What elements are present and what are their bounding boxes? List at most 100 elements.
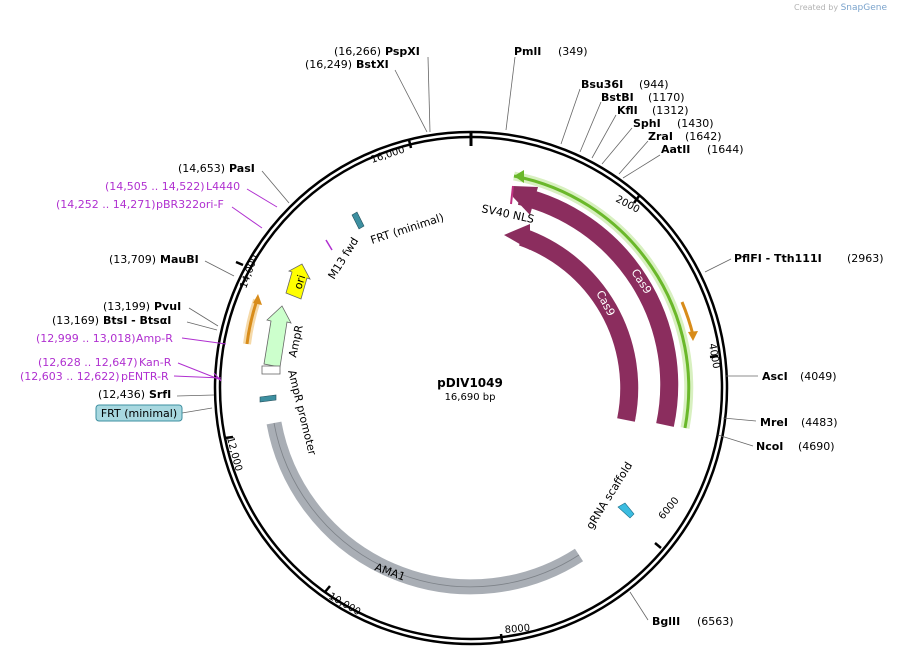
cas9-inner-arrow[interactable]	[518, 228, 639, 422]
enzyme-btsi-pos: (13,169)	[52, 314, 99, 327]
enzyme-kfli[interactable]: KflI	[617, 104, 638, 117]
enzyme-bsu36i[interactable]: Bsu36I	[581, 78, 623, 91]
enzyme-pvui[interactable]: PvuI	[154, 300, 181, 313]
ama1-arc-edge	[273, 422, 580, 588]
enzyme-mrei[interactable]: MreI	[760, 416, 788, 429]
enzyme-pflfi-tth111i-pos: (2963)	[847, 252, 884, 265]
primer-pbr322ori-f[interactable]: pBR322ori-F	[156, 198, 224, 211]
enzyme-pmli-pos: (349)	[558, 45, 588, 58]
tick-label-6000: 6000	[657, 495, 682, 522]
enzyme-bglii-pos: (6563)	[697, 615, 734, 628]
leader-pmli	[505, 56, 516, 131]
leader-amp-r	[181, 337, 227, 345]
frt-minimal-box[interactable]	[95, 404, 183, 422]
leader-pspxi	[427, 56, 431, 133]
enzyme-maubi[interactable]: MauBI	[160, 253, 199, 266]
grna-scaffold-label: gRNA scaffold	[584, 460, 636, 532]
enzyme-asci[interactable]: AscI	[762, 370, 788, 383]
enzyme-pasi-pos: (14,653)	[178, 162, 225, 175]
enzyme-pasi[interactable]: PasI	[229, 162, 255, 175]
ampr-promoter-label: AmpR promoter	[285, 369, 319, 457]
enzyme-bsu36i-pos: (944)	[639, 78, 669, 91]
credit-brand: SnapGene	[840, 3, 887, 13]
plasmid-size: 16,690 bp	[445, 392, 496, 403]
ampr-promoter-box	[261, 365, 281, 375]
tick-12000	[224, 435, 234, 440]
primer-pbr322ori-f-range: (14,252 .. 14,271)	[56, 198, 156, 211]
leader-bstbi	[579, 101, 602, 153]
enzyme-asci-pos: (4049)	[800, 370, 837, 383]
leader-pbr322ori-f	[231, 206, 263, 229]
leader-maubi	[204, 260, 235, 277]
m13-fwd-marker	[325, 239, 333, 251]
cas9-outer-arrowhead	[513, 186, 538, 215]
leader-pentr-r	[173, 375, 222, 379]
enzyme-kfli-pos: (1312)	[652, 104, 689, 117]
leader-mrei	[722, 417, 757, 422]
ampr-arrow[interactable]	[263, 305, 292, 368]
enzyme-bstxi-pos: (16,249)	[305, 58, 352, 71]
leader-ncoi	[717, 434, 754, 447]
leader-srfi	[176, 394, 215, 397]
primer-amp-r-range: (12,999 .. 13,018)	[36, 332, 136, 345]
enzyme-leaders-right	[505, 56, 758, 621]
snapgene-credit: Created by SnapGene	[794, 3, 887, 13]
leader-kfli	[591, 114, 617, 159]
enzyme-bstbi[interactable]: BstBI	[601, 91, 634, 104]
primer-amp-r[interactable]: Amp-R	[136, 332, 173, 345]
primer-pentr-r-range: (12,603 .. 12,622)	[20, 370, 120, 383]
leader-bsu36i	[560, 88, 581, 145]
leader-pvui	[188, 307, 219, 327]
primer-tick-kan	[213, 372, 222, 382]
leader-bglii	[629, 591, 649, 621]
frt-feature-left[interactable]	[259, 394, 277, 403]
enzyme-bglii[interactable]: BglII	[652, 615, 680, 628]
leader-bstxi	[394, 69, 428, 133]
enzyme-pflfi-tth111i[interactable]: PflFI - Tth111I	[734, 252, 822, 265]
primer-pentr-r[interactable]: pENTR-R	[121, 370, 169, 383]
enzyme-bstxi[interactable]: BstXI	[356, 58, 389, 71]
leader-sphi	[601, 127, 633, 165]
grna-scaffold-feature[interactable]	[617, 502, 635, 519]
tick-6000	[654, 542, 662, 549]
enzyme-srfi-pos: (12,436)	[98, 388, 145, 401]
enzyme-sphi[interactable]: SphI	[633, 117, 661, 130]
tick-label-10000: 10,000	[327, 591, 363, 618]
enzyme-aatii[interactable]: AatII	[661, 143, 690, 156]
enzyme-sphi-pos: (1430)	[677, 117, 714, 130]
leader-pasi	[261, 170, 290, 204]
cas9-inner-arrowhead	[504, 224, 530, 250]
tick-label-8000: 8000	[504, 623, 530, 636]
enzyme-srfi[interactable]: SrfI	[149, 388, 171, 401]
orange-primer-right-head	[688, 331, 698, 341]
enzyme-aatii-pos: (1644)	[707, 143, 744, 156]
leader-kan-r	[177, 362, 222, 381]
ori-arrow[interactable]	[285, 263, 311, 300]
enzyme-btsi-btsai[interactable]: BtsI - BtsαI	[103, 314, 171, 327]
cas9-outer-arrow[interactable]	[517, 187, 679, 427]
primer-leaders	[173, 188, 278, 382]
enzyme-maubi-pos: (13,709)	[109, 253, 156, 266]
enzyme-bstbi-pos: (1170)	[648, 91, 685, 104]
primer-kan-r[interactable]: Kan-R	[139, 356, 172, 369]
enzyme-zrai[interactable]: ZraI	[648, 130, 673, 143]
credit-prefix: Created by	[794, 3, 839, 12]
tick-16000	[407, 139, 413, 149]
m13-fwd-label: M13 fwd	[326, 235, 362, 281]
primer-l4440[interactable]: L4440	[206, 180, 240, 193]
enzyme-leaders-left	[176, 56, 431, 397]
ama1-arc[interactable]	[266, 421, 584, 595]
primer-kan-r-range: (12,628 .. 12,647)	[38, 356, 138, 369]
leader-btsi	[186, 321, 218, 331]
primer-l4440-range: (14,505 .. 14,522)	[105, 180, 205, 193]
tick-label-16000: 16,000	[370, 145, 407, 166]
frt-feature-top[interactable]	[351, 211, 365, 230]
enzyme-pmli[interactable]: PmlI	[514, 45, 541, 58]
enzyme-ncoi[interactable]: NcoI	[756, 440, 783, 453]
green-primer-arc	[513, 174, 691, 429]
leader-l4440	[246, 188, 278, 208]
enzyme-pspxi[interactable]: PspXI	[385, 45, 420, 58]
sv40-nls-marker	[510, 185, 514, 205]
tick-8000	[499, 633, 504, 643]
